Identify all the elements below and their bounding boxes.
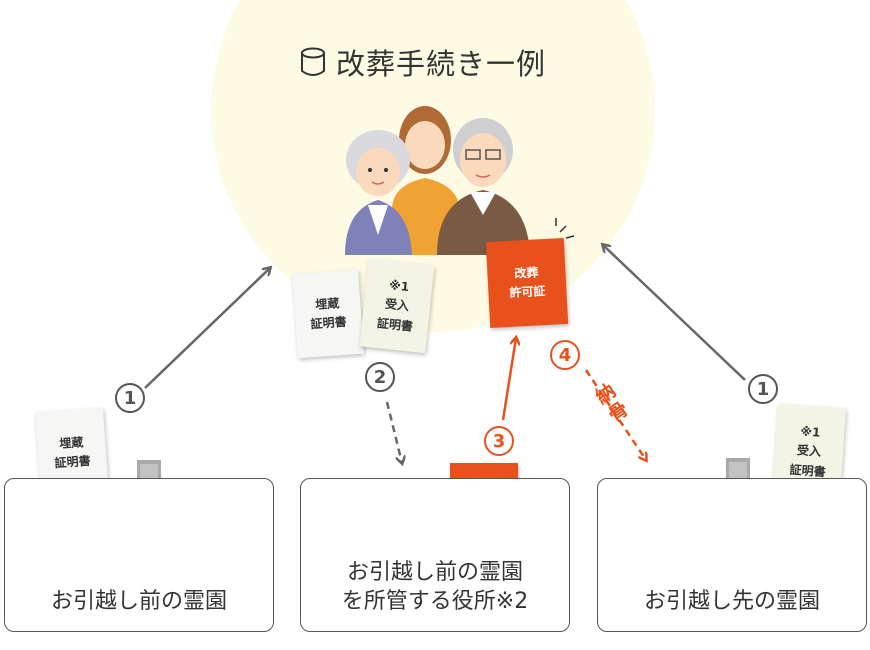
acceptance-certificate-doc: ※1 受入 証明書 bbox=[359, 258, 435, 354]
title-text: 改葬手続き一例 bbox=[336, 47, 547, 81]
burial-certificate-label: 埋蔵 証明書 bbox=[310, 296, 348, 332]
step-3: 3 bbox=[484, 426, 514, 456]
arrow-2 bbox=[385, 401, 402, 463]
acceptance-certificate-label-right: ※1 受入 証明書 bbox=[789, 424, 827, 479]
city-office-label: お引越し前の霊園 を所管する役所※2 bbox=[341, 559, 529, 615]
city-office-box: お引越し前の霊園 を所管する役所※2 bbox=[300, 478, 570, 632]
step-1-left: 1 bbox=[115, 383, 145, 413]
arrow-1-right bbox=[603, 245, 746, 381]
arrow-1-left bbox=[144, 268, 270, 389]
burial-certificate-label-left: 埋蔵 証明書 bbox=[54, 435, 92, 471]
step-2: 2 bbox=[365, 362, 395, 392]
after-grave-box: お引越し先の霊園 bbox=[597, 478, 867, 632]
acceptance-certificate-label: ※1 受入 証明書 bbox=[376, 278, 414, 334]
after-grave-label: お引越し先の霊園 bbox=[643, 589, 820, 615]
family-illustration bbox=[345, 106, 575, 255]
before-grave-box: お引越し前の霊園 bbox=[4, 478, 274, 632]
arrow-3 bbox=[501, 338, 516, 421]
step-4: 4 bbox=[550, 340, 580, 370]
before-grave-label: お引越し前の霊園 bbox=[50, 589, 227, 615]
reburial-permit-doc: 改葬 許可証 bbox=[485, 238, 569, 328]
diagram-title: 改葬手続き一例 bbox=[300, 42, 546, 82]
cylinder-icon bbox=[301, 47, 325, 76]
arrow-4 bbox=[584, 369, 646, 460]
step-1-right: 1 bbox=[748, 374, 778, 404]
burial-certificate-doc: 埋蔵 証明書 bbox=[292, 269, 364, 359]
reburial-permit-label: 改葬 許可証 bbox=[509, 265, 546, 300]
